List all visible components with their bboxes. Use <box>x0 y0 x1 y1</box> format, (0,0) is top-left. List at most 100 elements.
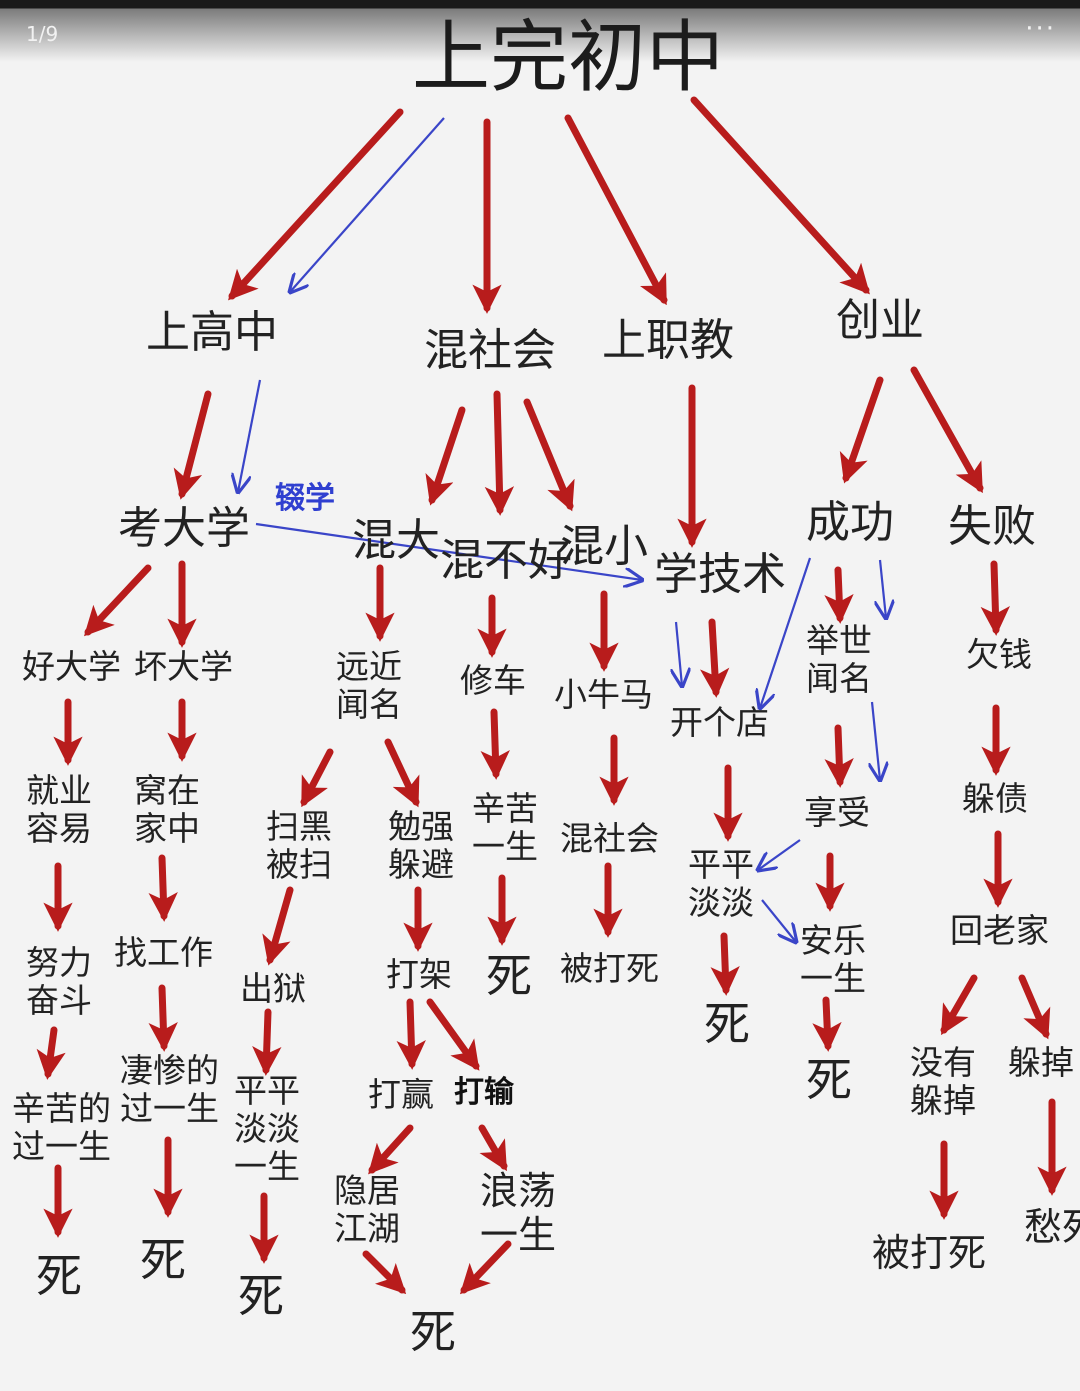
node-nuli: 努力奋斗 <box>26 943 92 1020</box>
red-arrow-10 <box>910 366 984 494</box>
red-arrow-48 <box>368 1124 414 1175</box>
blue-arrow-1 <box>238 379 262 492</box>
red-arrow-42 <box>812 996 842 1052</box>
red-arrow-11 <box>83 564 152 637</box>
red-arrow-39 <box>396 998 426 1070</box>
red-arrow-16 <box>699 618 730 698</box>
red-arrow-9 <box>839 376 884 484</box>
label-chuoxue: 辍学 <box>275 481 335 516</box>
red-arrow-18 <box>980 560 1010 636</box>
blue-arrow-7 <box>758 839 801 870</box>
red-arrow-0 <box>228 108 404 301</box>
node-si-xiuche: 死 <box>486 949 532 1003</box>
red-arrow-6 <box>484 390 515 516</box>
node-saohei: 扫黑被扫 <box>266 807 332 884</box>
node-si-1: 死 <box>36 1249 82 1303</box>
node-huaidaxue: 坏大学 <box>134 647 233 686</box>
blue-arrow-0 <box>290 117 445 292</box>
node-jushi: 举世闻名 <box>806 621 872 698</box>
viewer-top-bar <box>0 0 1080 62</box>
red-arrow-17 <box>824 566 854 624</box>
red-arrow-52 <box>362 1250 407 1295</box>
page-counter: 1/9 <box>26 22 59 46</box>
node-hunshehui2: 混社会 <box>560 819 659 858</box>
blue-arrow-group <box>238 117 886 942</box>
red-arrow-22 <box>384 738 420 808</box>
red-arrow-23 <box>480 708 510 780</box>
node-meiyou: 没有躲掉 <box>910 1043 976 1120</box>
node-xiangshou: 享受 <box>804 793 870 832</box>
node-xinkude: 辛苦的过一生 <box>12 1089 111 1166</box>
node-langdang: 浪荡一生 <box>480 1169 557 1257</box>
node-yinju: 隐居江湖 <box>334 1171 400 1248</box>
node-pingping1: 平平淡淡 <box>688 845 754 922</box>
node-xuejishu: 学技术 <box>654 549 786 600</box>
node-si-3: 死 <box>238 1269 284 1323</box>
red-arrow-41 <box>710 932 740 996</box>
node-jiuye: 就业容易 <box>26 771 92 848</box>
node-kaigedian: 开个店 <box>670 703 769 742</box>
node-hunda: 混大 <box>352 515 440 566</box>
blue-arrow-3 <box>760 557 812 708</box>
blue-arrow-5 <box>880 559 886 618</box>
red-arrow-38 <box>252 1008 282 1076</box>
red-arrow-43 <box>940 974 978 1036</box>
node-zhaogongzuo: 找工作 <box>114 933 213 972</box>
red-arrow-49 <box>478 1124 508 1172</box>
red-arrow-30 <box>262 886 294 966</box>
node-duozhai: 躲债 <box>962 779 1028 818</box>
node-shibai: 失败 <box>948 501 1036 552</box>
node-chenggong: 成功 <box>806 497 894 548</box>
more-options-icon[interactable]: ··· <box>1025 14 1056 44</box>
node-dashu: 打输 <box>454 1075 514 1110</box>
node-si-dian: 死 <box>704 997 750 1051</box>
red-arrow-29 <box>148 854 178 922</box>
red-arrow-3 <box>690 96 870 295</box>
blue-arrow-8 <box>761 899 796 942</box>
node-huilaojia: 回老家 <box>950 911 1049 950</box>
red-arrow-21 <box>300 748 334 808</box>
blue-arrow-6 <box>872 701 880 780</box>
red-arrow-7 <box>523 398 575 512</box>
node-xiuche: 修车 <box>460 661 526 700</box>
node-chousi: 愁死 <box>1024 1205 1080 1249</box>
node-si-2: 死 <box>140 1233 186 1287</box>
node-duodiao: 躲掉 <box>1008 1043 1074 1082</box>
red-arrow-4 <box>173 390 212 500</box>
node-si-anle: 死 <box>806 1053 852 1107</box>
blue-arrow-4 <box>676 621 682 686</box>
red-arrow-group <box>36 96 1067 1295</box>
red-arrow-53 <box>459 1240 512 1295</box>
node-chuangye: 创业 <box>836 295 924 346</box>
node-gaozhong: 上高中 <box>146 307 278 358</box>
red-arrow-44 <box>1018 974 1051 1040</box>
node-qicande: 凄惨的过一生 <box>120 1051 219 1128</box>
red-arrow-26 <box>824 724 854 788</box>
red-arrow-36 <box>36 1026 66 1080</box>
node-yuanjin: 远近闻名 <box>336 647 402 724</box>
node-beidasi1: 被打死 <box>560 949 659 988</box>
node-dajia: 打架 <box>386 955 452 994</box>
red-arrow-40 <box>426 998 480 1071</box>
blue-arrow-2 <box>255 522 642 580</box>
red-arrow-37 <box>148 984 178 1052</box>
node-pingping2: 平平淡淡一生 <box>234 1071 300 1186</box>
node-si-4: 死 <box>410 1305 456 1359</box>
red-arrow-2 <box>564 114 668 306</box>
node-anle: 安乐一生 <box>800 921 866 998</box>
node-qianqian: 欠钱 <box>966 635 1032 674</box>
node-hunbuhao: 混不好 <box>440 535 572 586</box>
red-arrow-5 <box>425 406 466 506</box>
node-xinku1: 辛苦一生 <box>472 789 538 866</box>
node-daying: 打赢 <box>368 1075 434 1114</box>
node-hunxiao: 混小 <box>560 521 648 572</box>
node-chuyu: 出狱 <box>240 969 306 1008</box>
node-zhijiao: 上职教 <box>602 315 734 366</box>
node-kaodaxue: 考大学 <box>118 503 250 554</box>
node-wozai: 窝在家中 <box>134 771 200 848</box>
node-mianqiang: 勉强躲避 <box>388 807 454 884</box>
node-haodaxue: 好大学 <box>22 647 121 686</box>
node-hunshehui: 混社会 <box>424 325 556 376</box>
node-root: 上完初中 <box>412 13 725 103</box>
